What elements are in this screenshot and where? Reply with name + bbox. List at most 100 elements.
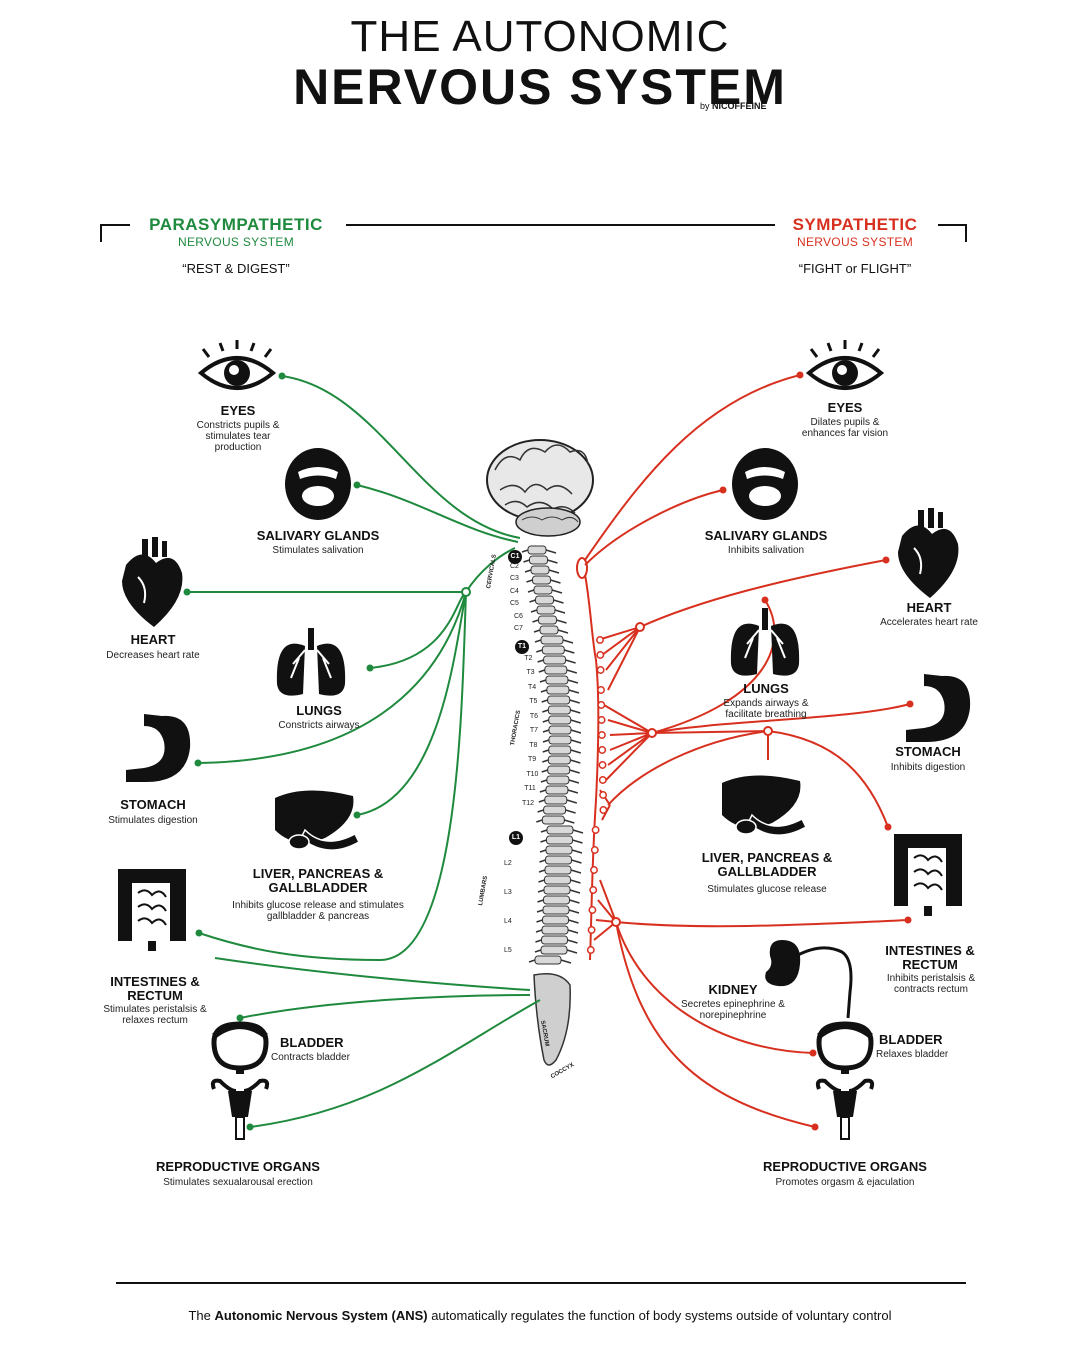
ganglion: [598, 776, 607, 784]
mouth-icon-right: [732, 448, 798, 520]
vertebra: [535, 925, 579, 935]
vertebra: [538, 795, 578, 805]
vertebra-label: C6: [514, 612, 523, 620]
vertebra: [539, 845, 583, 855]
sympathetic-chain-ganglia: [586, 636, 608, 954]
vertebra: [521, 545, 557, 555]
kidney-icon: [765, 940, 853, 1019]
eye-icon: [197, 340, 277, 390]
byline: by NICOFFEINE: [700, 101, 767, 111]
para-eyes-desc: Constricts pupils & stimulates tear prod…: [196, 420, 280, 453]
ganglion: [596, 651, 605, 659]
ganglion: [590, 846, 599, 854]
vertebra-label: T1: [515, 640, 529, 654]
vertebra-label: T3: [526, 669, 535, 676]
vertebra: [540, 835, 583, 845]
symp-eyes-label: EYES: [827, 400, 863, 415]
liver-icon-right: [722, 775, 807, 836]
symp-reproductive-label: REPRODUCTIVE ORGANS: [763, 1159, 927, 1174]
symp-heart-desc: Accelerates heart rate: [880, 617, 978, 628]
vertebra: [534, 635, 574, 645]
vertebra: [539, 855, 582, 865]
para-liver-label: LIVER, PANCREAS & GALLBLADDER: [252, 866, 384, 895]
vertebra-label: C4: [510, 587, 519, 595]
sympathetic-motto: “FIGHT or FLIGHT”: [798, 261, 912, 276]
symp-bladder-label: BLADDER: [879, 1032, 943, 1047]
vertebra-label: L1: [509, 831, 523, 845]
vertebra: [537, 885, 581, 895]
stomach-icon-right: [906, 674, 971, 742]
lungs-icon: [276, 628, 346, 696]
sympathetic-subtitle: NERVOUS SYSTEM: [796, 235, 913, 249]
title-line1: THE AUTONOMIC: [350, 12, 730, 61]
vertebra: [540, 685, 580, 695]
stomach-icon: [126, 714, 191, 782]
bracket-right: [938, 224, 967, 242]
vertebra-label: T8: [529, 741, 538, 749]
vertebra: [536, 905, 580, 915]
vertebra-label: L5: [504, 947, 512, 954]
para-bladder-label: BLADDER: [280, 1035, 344, 1050]
vertebra-label: T2: [524, 654, 533, 662]
symp-salivary-label: SALIVARY GLANDS: [704, 528, 828, 543]
ganglion: [597, 731, 606, 739]
vertebra: [538, 665, 578, 675]
para-heart-desc: Decreases heart rate: [106, 650, 200, 661]
symp-intestines-desc: Inhibits peristalsis & contracts rectum: [886, 973, 976, 995]
symp-stomach-label: STOMACH: [895, 744, 961, 759]
byline-author: NICOFFEINE: [712, 101, 767, 111]
symp-kidney-desc: Secretes epinephrine & norepinephrine: [681, 999, 785, 1021]
ganglion: [589, 886, 598, 894]
parasympathetic-subtitle: NERVOUS SYSTEM: [177, 235, 294, 249]
heart-icon-right: [898, 508, 959, 598]
ganglion: [591, 826, 600, 834]
brain-icon: [486, 439, 594, 537]
lungs-icon-right: [730, 608, 800, 676]
vertebra: [542, 705, 581, 715]
spine-icon: [521, 545, 584, 1066]
reproductive-organs-icon-right: [815, 1078, 875, 1140]
vertebra: [529, 595, 564, 605]
vertebra: [532, 615, 567, 625]
bladder-icon: [211, 1021, 269, 1074]
vertebra: [536, 915, 579, 925]
symp-heart-label: HEART: [906, 600, 952, 615]
ganglion: [596, 666, 605, 674]
vertebra: [536, 815, 575, 825]
vertebra-label: C2: [510, 562, 519, 570]
vertebra: [539, 675, 579, 685]
symp-salivary-desc: Inhibits salivation: [727, 545, 805, 556]
vertebra-label: C7: [514, 625, 523, 632]
vertebra-label: T12: [522, 799, 535, 807]
vertebra: [542, 755, 581, 765]
vertebra: [528, 955, 572, 965]
ganglion: [597, 701, 606, 709]
header-bracket: [100, 224, 967, 242]
vertebra: [526, 575, 561, 585]
ganglion: [597, 716, 606, 724]
vertebra-label: C5: [510, 600, 519, 607]
vertebra-label: L4: [504, 918, 512, 925]
vertebra-label: L2: [504, 860, 512, 867]
symp-kidney-label: KIDNEY: [708, 982, 758, 997]
vertebra: [524, 565, 560, 575]
liver-icon: [275, 790, 360, 851]
vertebra-label: T6: [529, 712, 539, 720]
vertebra-label: T11: [524, 785, 536, 792]
mouth-icon: [285, 448, 351, 520]
intestines-icon: [118, 869, 186, 951]
vertebra: [537, 895, 580, 905]
para-lungs-desc: Constricts airways: [278, 720, 360, 731]
symp-intestines-label: INTESTINES & RECTUM: [885, 943, 975, 972]
ganglion: [588, 906, 597, 914]
reproductive-organs-icon: [210, 1078, 270, 1140]
vertebra: [523, 555, 558, 565]
parasympathetic-nerves: [187, 375, 541, 1128]
parasympathetic-nodes: [183, 372, 471, 1131]
vertebra: [542, 725, 582, 735]
vertebra: [538, 865, 582, 875]
symp-eyes-desc: Dilates pupils & enhances far vision: [801, 417, 889, 439]
para-reproductive-desc: Stimulates sexualarousal erection: [163, 1177, 313, 1188]
vertebra: [542, 715, 581, 725]
ganglion: [596, 636, 604, 644]
